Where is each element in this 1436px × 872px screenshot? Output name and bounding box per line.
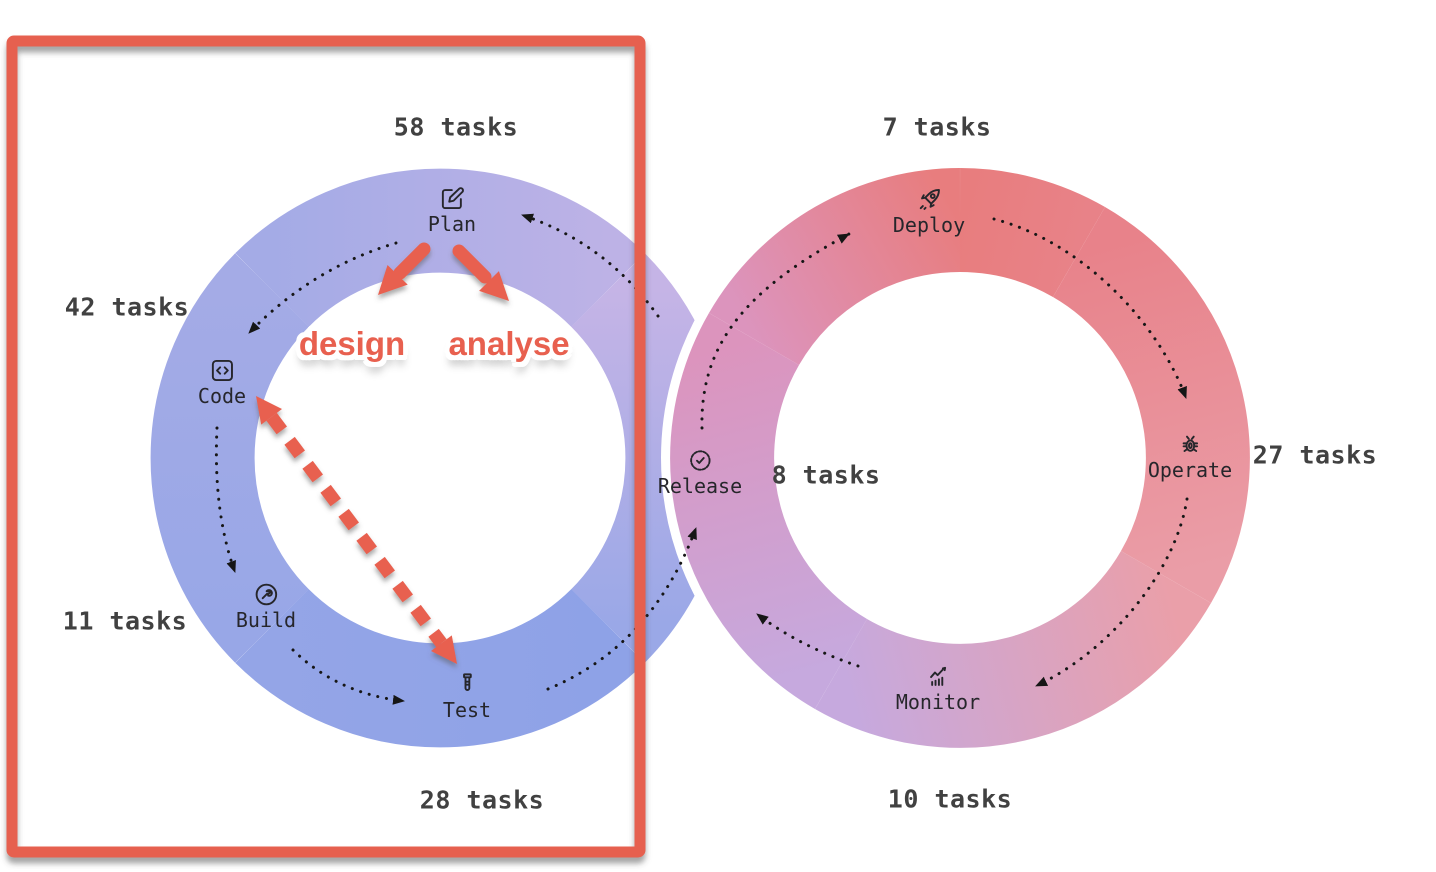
operate-task-count: 27 tasks xyxy=(1252,440,1378,470)
analyse-label: analyse xyxy=(448,325,570,362)
stage-operate: Operate xyxy=(1148,431,1232,481)
stage-code: Code xyxy=(198,357,246,407)
stage-deploy: Deploy xyxy=(893,186,965,236)
design-label: design xyxy=(298,325,406,362)
flow-dotted-arrows xyxy=(214,213,1189,705)
stage-label: Code xyxy=(197,384,247,408)
analyse-arrow xyxy=(452,244,509,301)
highlight-rectangle xyxy=(6,35,646,858)
test-task-count: 28 tasks xyxy=(419,785,545,815)
stage-label: Deploy xyxy=(892,213,966,237)
code-task-count: 42 tasks xyxy=(64,292,190,322)
stage-label: Test xyxy=(442,698,492,722)
test-tube-icon xyxy=(453,671,480,698)
flow-release-to-plan xyxy=(520,213,660,318)
flow-test-to-release xyxy=(546,526,698,691)
stage-monitor: Monitor xyxy=(896,663,980,713)
wrench-icon xyxy=(253,581,280,608)
build-task-count: 11 tasks xyxy=(62,606,188,636)
code-test-dashed-arrow xyxy=(256,396,457,664)
stage-label: Monitor xyxy=(895,690,981,714)
stage-release: Release xyxy=(658,447,742,497)
edit-icon xyxy=(438,185,465,212)
design-arrow xyxy=(378,242,431,295)
rocket-icon xyxy=(916,186,943,213)
flow-code-to-build xyxy=(214,426,237,574)
stage-build: Build xyxy=(236,581,296,631)
monitor-task-count: 10 tasks xyxy=(887,784,1013,814)
code-icon xyxy=(208,357,235,384)
right-loop-band xyxy=(670,168,1250,748)
flow-deploy-to-operate xyxy=(992,217,1188,400)
deploy-task-count: 7 tasks xyxy=(882,112,992,142)
flow-build-to-test xyxy=(291,648,406,705)
chart-icon xyxy=(924,663,951,690)
flow-release-to-deploy xyxy=(700,232,851,430)
badge-check-icon xyxy=(686,447,713,474)
bug-icon xyxy=(1176,431,1203,458)
stage-label: Plan xyxy=(427,212,477,236)
stage-plan: Plan xyxy=(428,185,476,235)
stage-test: Test xyxy=(443,671,491,721)
release-task-count: 8 tasks xyxy=(771,460,881,490)
stage-label: Operate xyxy=(1147,458,1233,482)
annotation-arrows xyxy=(256,242,509,664)
stage-label: Release xyxy=(657,474,743,498)
stage-label: Build xyxy=(235,608,297,632)
plan-task-count: 58 tasks xyxy=(393,112,519,142)
